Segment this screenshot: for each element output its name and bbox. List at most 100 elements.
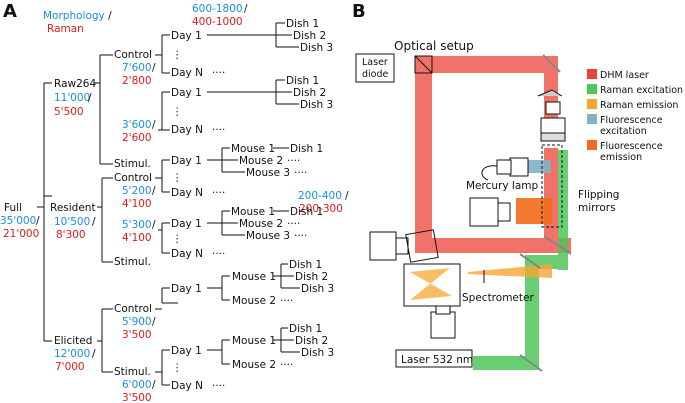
raw264-raman-count: 5'500 [54, 106, 84, 118]
raw-day-morph-count: 600-1800 [192, 3, 243, 15]
svg-text:····: ···· [212, 187, 225, 199]
svg-text:Day 1: Day 1 [171, 87, 202, 99]
svg-text:Day N: Day N [171, 380, 203, 392]
svg-text:····: ···· [212, 67, 225, 79]
node-full: Full [4, 202, 22, 214]
panel-a-label: A [3, 1, 17, 22]
node-elicited-stimul: Stimul. [114, 366, 151, 378]
elicited-morph-count: 12'000 [54, 348, 90, 360]
svg-text:Dish 3: Dish 3 [300, 42, 333, 54]
sample-stage [537, 89, 563, 97]
flipping-mirrors-box [541, 144, 563, 228]
raw-stimul-morph: 3'600 [122, 119, 152, 131]
node-resident-control: Control [114, 172, 152, 184]
svg-text:Mouse 3: Mouse 3 [246, 230, 290, 242]
mercury-lamp-label: Mercury lamp [466, 180, 538, 192]
svg-text:Day N: Day N [171, 124, 203, 136]
legend-raman-exc: Raman excitation [600, 85, 683, 96]
tree-legend: Morphology / [43, 10, 112, 22]
resident-raman-count: 8'300 [56, 229, 86, 241]
legend-raman-em: Raman emission [600, 100, 678, 111]
spectrometer-camera [430, 311, 456, 339]
svg-text:Dish 3: Dish 3 [301, 347, 334, 359]
svg-text:Mouse 2: Mouse 2 [232, 295, 276, 307]
optical-setup-title: Optical setup [394, 39, 474, 53]
raw-control-raman: 2'800 [122, 75, 152, 87]
raw-control-dayn: Day N [171, 67, 203, 79]
laser-532-label: Laser 532 nm [401, 354, 473, 366]
elicited-raman-count: 7'000 [55, 361, 85, 373]
node-resident-stimul: Stimul. [114, 256, 151, 268]
legend-fluo-em-1: Fluorescence [600, 141, 663, 152]
svg-text:Dish 1: Dish 1 [289, 259, 322, 271]
svg-text:Dish 2: Dish 2 [295, 335, 328, 347]
fluorescence-emission-beam [516, 198, 552, 224]
laser-diode [355, 53, 395, 83]
spectrometer-label: Spectrometer [462, 292, 534, 304]
svg-text:/: / [152, 316, 156, 328]
full-raman-count: 21'000 [3, 228, 39, 240]
svg-text:diode: diode [362, 69, 389, 80]
svg-text:····: ···· [212, 248, 225, 260]
legend-fluo-em-2: emission [600, 152, 642, 163]
raw-day-raman-count: 400-1000 [192, 16, 243, 28]
elicited-control-raman: 3'500 [122, 329, 152, 341]
svg-text:mirrors: mirrors [578, 202, 616, 214]
svg-text:Day N: Day N [171, 187, 203, 199]
svg-text:Mouse 2: Mouse 2 [239, 155, 283, 167]
resident-morph-count: 10'500 [54, 216, 90, 228]
root-connector [37, 82, 52, 342]
raw-stimul-raman: 2'600 [122, 132, 152, 144]
legend-morphology: Morphology [43, 10, 105, 22]
resident-control-morph: 5'200 [122, 185, 152, 197]
fluorescence-excitation-beam [527, 160, 551, 173]
svg-text:/: / [345, 190, 349, 202]
mercury-lamp [509, 157, 529, 177]
raw264-connector [94, 54, 113, 165]
svg-text:Mouse 1: Mouse 1 [232, 271, 276, 283]
svg-text:Mouse 2: Mouse 2 [232, 359, 276, 371]
svg-text:Day 1: Day 1 [171, 345, 202, 357]
raw-control-vdots: ⋮ [172, 49, 183, 61]
resident-stimul-morph: 5'300 [122, 219, 152, 231]
node-raw264: Raw264 [54, 78, 96, 90]
flipping-mirrors-label: Flipping [578, 189, 619, 201]
full-morph-count: 35'000 [0, 215, 36, 227]
svg-text:/: / [152, 185, 156, 197]
resident-control-raman: 4'100 [122, 198, 152, 210]
svg-text:/: / [152, 62, 156, 74]
raw-control-morph: 7'600 [122, 62, 152, 74]
laser-532 [395, 349, 473, 368]
svg-text:····: ···· [212, 380, 225, 392]
svg-text:/: / [88, 92, 92, 104]
svg-text:/: / [92, 216, 96, 228]
svg-text:Mouse 1: Mouse 1 [231, 206, 275, 218]
svg-text:Dish 1: Dish 1 [290, 206, 323, 218]
svg-text:····: ···· [280, 295, 293, 307]
legend-fluo-exc-1: Fluorescence [600, 115, 663, 126]
svg-text:Dish 3: Dish 3 [300, 99, 333, 111]
legend-swatch-raman-exc [587, 84, 597, 94]
svg-text:Dish 3: Dish 3 [301, 283, 334, 295]
svg-text:⋮: ⋮ [172, 233, 183, 245]
legend-swatch-raman-em [587, 99, 597, 109]
node-raw-stimul: Stimul. [114, 158, 151, 170]
svg-text:⋮: ⋮ [172, 106, 183, 118]
svg-text:Mouse 2: Mouse 2 [239, 218, 283, 230]
legend-swatch-fluo-em [587, 140, 597, 150]
svg-text:Mouse 1: Mouse 1 [232, 335, 276, 347]
legend-dhm: DHM laser [600, 70, 649, 81]
svg-text:····: ···· [287, 218, 300, 230]
svg-text:····: ···· [287, 155, 300, 167]
svg-text:Dish 1: Dish 1 [289, 323, 322, 335]
svg-text:····: ···· [294, 167, 307, 179]
fluorescence-camera [469, 197, 499, 227]
mouse-morph-count: 200-400 [298, 190, 342, 202]
svg-text:Day N: Day N [171, 248, 203, 260]
svg-text:⋮: ⋮ [172, 362, 183, 374]
resident-stimul-raman: 4'100 [122, 232, 152, 244]
svg-text:Dish 2: Dish 2 [293, 30, 326, 42]
svg-text:Dish 1: Dish 1 [290, 143, 323, 155]
elicited-stimul-morph: 6'000 [122, 379, 152, 391]
